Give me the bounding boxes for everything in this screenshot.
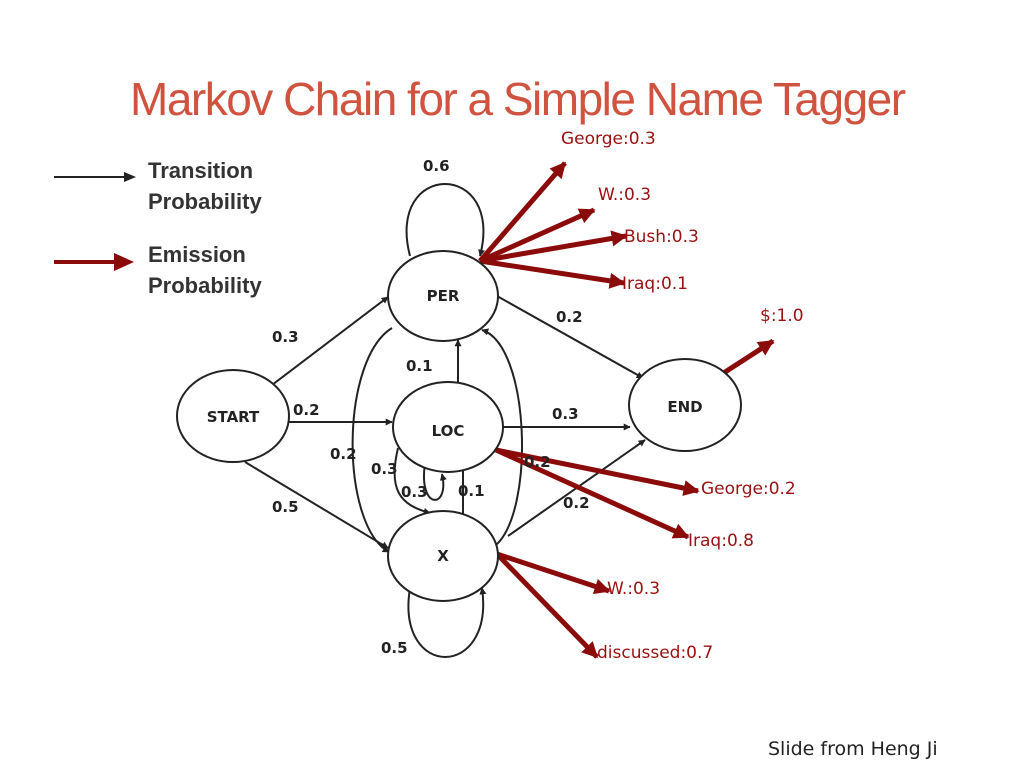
edge-per-end: [496, 295, 644, 379]
prob-x-loc: 0.1: [458, 482, 485, 500]
edge-x-self: [407, 587, 487, 658]
edge-loc-self: [423, 463, 447, 501]
emission-end-dollar: [720, 338, 775, 377]
slide-credit: Slide from Heng Ji: [768, 738, 938, 760]
edge-loc-x: [393, 447, 431, 515]
prob-start-per: 0.3: [272, 328, 299, 346]
state-x-label: X: [437, 547, 449, 565]
emission-per-w: [478, 207, 596, 264]
prob-start-loc: 0.2: [293, 401, 320, 419]
emission-legend-arrow: [54, 253, 134, 271]
emission-label-per-bush: Bush:0.3: [624, 227, 699, 247]
state-per-node: [387, 250, 499, 342]
edge-per-self: [405, 183, 485, 257]
edge-start-per: [271, 296, 389, 386]
state-start-label: START: [207, 408, 260, 426]
state-loc-node: [392, 381, 504, 473]
emission-label-loc-iraq: Iraq:0.8: [688, 531, 754, 551]
prob-x-per: 0.2: [524, 453, 551, 471]
emission-x-w: [496, 551, 611, 595]
transition-legend-label: Transition Probability: [148, 158, 262, 214]
transition-legend-arrow: [54, 172, 136, 182]
emission-label-end-dollar: $:1.0: [760, 306, 804, 326]
edge-per-x: [351, 327, 393, 553]
prob-per-end: 0.2: [556, 308, 583, 326]
prob-loc-x: 0.3: [371, 460, 398, 478]
emission-label-per-george: George:0.3: [561, 129, 656, 149]
prob-per-x: 0.2: [330, 445, 357, 463]
prob-loc-end: 0.3: [552, 405, 579, 423]
edge-start-x: [244, 461, 389, 549]
edge-x-per: [481, 328, 523, 546]
slide-title: Markov Chain for a Simple Name Tagger: [130, 73, 906, 125]
emission-label-loc-george: George:0.2: [701, 479, 796, 499]
emission-legend-label: Emission Probability: [148, 242, 262, 298]
emission-x-discussed: [495, 552, 599, 659]
state-end-label: END: [667, 398, 702, 416]
state-start-node: [176, 369, 290, 463]
prob-loc-per: 0.1: [406, 357, 433, 375]
emission-per-iraq: [479, 258, 626, 289]
emission-loc-iraq: [494, 447, 690, 540]
state-end-node: [628, 358, 742, 452]
state-x-node: [387, 510, 499, 602]
emission-loc-george: [495, 447, 700, 496]
state-per-label: PER: [427, 287, 460, 305]
state-loc-label: LOC: [432, 422, 465, 440]
prob-start-x: 0.5: [272, 498, 299, 516]
emission-per-george: [478, 161, 567, 263]
emission-label-x-w: W.:0.3: [607, 579, 660, 599]
prob-x-x: 0.5: [381, 639, 408, 657]
prob-x-end: 0.2: [563, 494, 590, 512]
prob-per-per: 0.6: [423, 157, 450, 175]
prob-loc-loc: 0.3: [401, 483, 428, 501]
emission-label-per-w: W.:0.3: [598, 185, 651, 205]
emission-per-bush: [479, 230, 628, 264]
emission-label-per-iraq: Iraq:0.1: [622, 274, 688, 294]
emission-label-x-discussed: discussed:0.7: [597, 643, 713, 663]
